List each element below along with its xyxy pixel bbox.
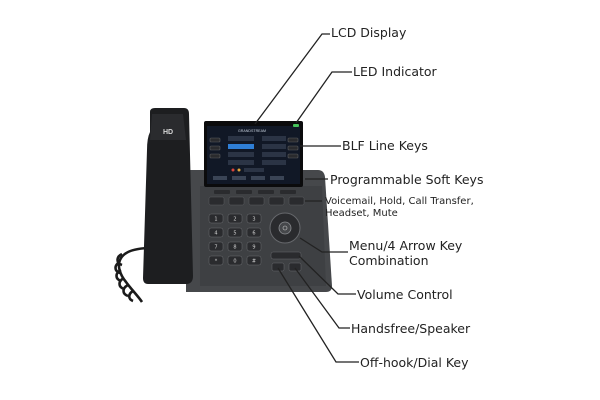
label-volume-control: Volume Control <box>357 287 453 302</box>
hold-key <box>228 196 245 206</box>
transfer-key <box>248 196 265 206</box>
keypad-key-label: 3 <box>252 217 255 223</box>
volume-control[interactable] <box>270 251 302 260</box>
keypad-key[interactable] <box>227 241 243 252</box>
blf-key <box>209 145 221 151</box>
keypad-key[interactable] <box>227 213 243 224</box>
keypad-key-label: 8 <box>233 245 236 251</box>
blf-line-keys[interactable] <box>209 137 299 159</box>
voicemail-key <box>208 196 225 206</box>
leader-lines <box>254 33 359 363</box>
label-handsfree-speaker: Handsfree/Speaker <box>351 321 471 336</box>
keypad-key[interactable] <box>208 213 224 224</box>
leader-handsfree <box>294 267 350 329</box>
keypad-key-label: 1 <box>214 217 217 223</box>
mute-key <box>288 196 305 206</box>
keypad-key[interactable] <box>227 255 243 266</box>
leader-volume-control <box>298 255 356 295</box>
keypad-key-label: 9 <box>252 245 255 251</box>
label-lcd-display: LCD Display <box>331 25 407 40</box>
keypad-key-label: # <box>252 259 256 265</box>
keypad-key-label: 6 <box>252 231 255 237</box>
headset-key <box>268 196 285 206</box>
keypad-key-label: 4 <box>214 231 217 237</box>
blf-key <box>287 137 299 143</box>
handset-cord <box>114 246 153 303</box>
label-programmable-soft-keys: Programmable Soft Keys <box>330 172 484 187</box>
keypad-key-label: 2 <box>233 217 236 223</box>
off-hook-key[interactable] <box>271 262 285 272</box>
keypad-key[interactable] <box>246 213 262 224</box>
label-led-indicator: LED Indicator <box>353 64 437 79</box>
lcd-brand-text: GRANDSTREAM <box>238 129 266 133</box>
handset[interactable] <box>143 108 193 284</box>
label-blf-line-keys: BLF Line Keys <box>342 138 428 153</box>
keypad-key-label: 5 <box>233 231 236 237</box>
label-function-keys: Voicemail, Hold, Call Transfer, Headset,… <box>325 196 474 219</box>
keypad-key[interactable] <box>227 227 243 238</box>
leader-lcd-display <box>254 33 330 125</box>
soft-key <box>280 190 296 194</box>
led-indicator <box>293 124 299 127</box>
blf-key <box>209 137 221 143</box>
keypad-key-label: 7 <box>214 245 217 251</box>
leader-led-indicator <box>295 71 352 124</box>
blf-key <box>287 145 299 151</box>
keypad-key[interactable] <box>208 255 224 266</box>
blf-key <box>287 153 299 159</box>
keypad-key[interactable] <box>246 255 262 266</box>
keypad-key-label: 0 <box>233 259 236 265</box>
lcd-line-rows <box>228 136 286 172</box>
menu-arrow-keys[interactable] <box>269 212 301 244</box>
keypad-key[interactable] <box>246 227 262 238</box>
function-keys[interactable] <box>208 196 305 206</box>
blf-key <box>209 153 221 159</box>
hd-logo: HD <box>163 129 173 136</box>
soft-key <box>214 190 230 194</box>
leader-menu-arrow-keys <box>299 237 348 253</box>
lcd-softkey-labels <box>213 176 284 180</box>
label-menu-arrow-keys: Menu/4 Arrow Key Combination <box>349 238 463 268</box>
keypad-key[interactable] <box>246 241 262 252</box>
speaker-key[interactable] <box>288 262 302 272</box>
menu-button <box>278 221 292 235</box>
programmable-soft-keys[interactable] <box>214 190 296 194</box>
label-off-hook-dial-key: Off-hook/Dial Key <box>360 355 469 370</box>
dial-keypad: 1 2 3 4 5 6 7 8 9 * 0 # <box>208 213 262 266</box>
keypad-key-label: * <box>215 259 218 265</box>
menu-icon <box>282 225 288 231</box>
keypad-key[interactable] <box>208 227 224 238</box>
leader-off-hook <box>277 267 359 363</box>
soft-key <box>236 190 252 194</box>
keypad-key[interactable] <box>208 241 224 252</box>
soft-key <box>258 190 274 194</box>
